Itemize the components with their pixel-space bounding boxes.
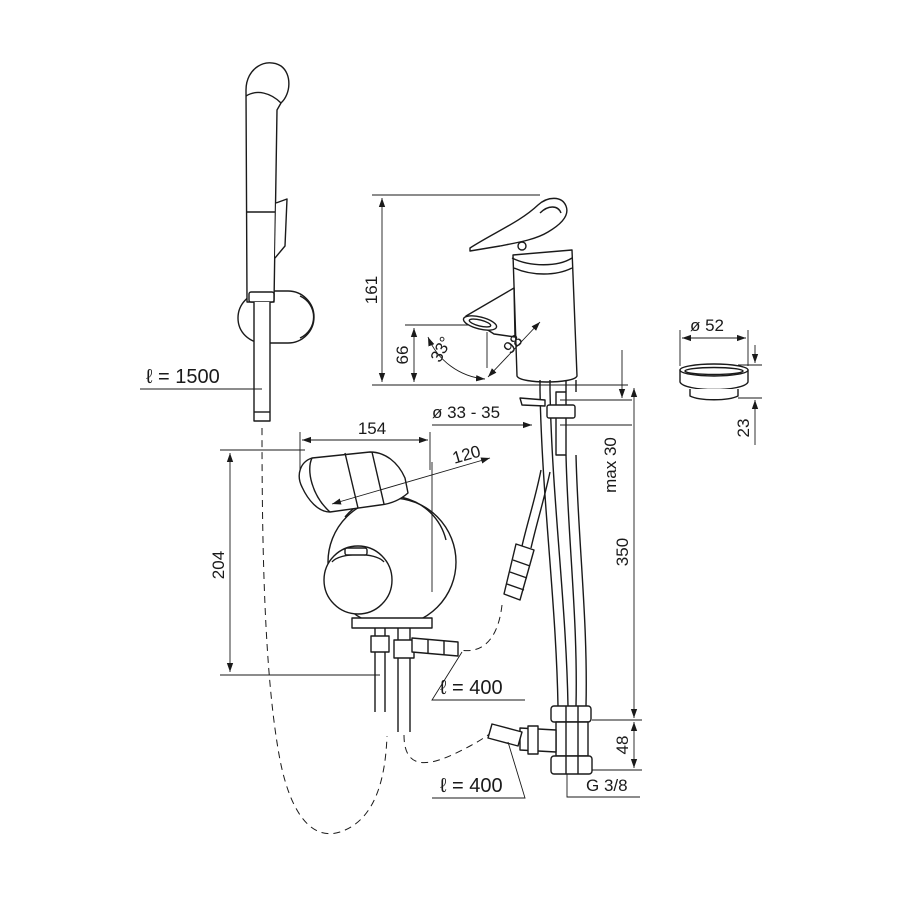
dim-max-thickness: max 30 (601, 437, 620, 493)
dim-spout-angle: 33° (427, 334, 456, 366)
dim-spout-height: 66 (393, 346, 412, 365)
thermostat-outlet (411, 637, 459, 657)
angle-valves (487, 705, 593, 775)
mounting-nut (546, 404, 576, 419)
dim-mounting-hole: ø 33 - 35 (432, 403, 500, 422)
basin-mixer (462, 197, 578, 392)
dim-valve-height: 48 (613, 736, 632, 755)
label-hose-length-2: ℓ = 400 (440, 775, 503, 797)
dim-thermostat-depth: 120 (450, 442, 483, 468)
dim-thermostat-height: 204 (209, 551, 228, 579)
thermostat-head (298, 451, 409, 513)
thermostat-outlet-hose-path (403, 727, 499, 764)
hose-connector (503, 543, 535, 601)
thermostat-knob (323, 545, 393, 615)
hand-shower-hose-path (261, 427, 388, 835)
label-hose-length-1: ℓ = 400 (440, 677, 503, 699)
knob-indicator (344, 547, 368, 556)
shower-trigger (274, 198, 288, 259)
dim-pop-up-diameter: ø 52 (690, 316, 724, 335)
dim-pop-up-height: 23 (734, 419, 753, 438)
thermostat-inlet-hose-path (459, 604, 503, 652)
thermostat (298, 451, 459, 732)
mixer-supply (503, 389, 587, 707)
dim-thermostat-width: 154 (358, 419, 386, 438)
dimension-lines (220, 194, 762, 799)
shower-hose (253, 302, 271, 422)
label-hand-shower-hose-length: ℓ = 1500 (146, 366, 220, 388)
dim-mixer-height: 161 (362, 276, 381, 304)
shower-handle (245, 62, 290, 303)
hand-shower (237, 62, 315, 422)
dim-thread: G 3/8 (586, 776, 628, 795)
dim-supply-length: 350 (613, 538, 632, 566)
pop-up-waste (679, 363, 749, 401)
